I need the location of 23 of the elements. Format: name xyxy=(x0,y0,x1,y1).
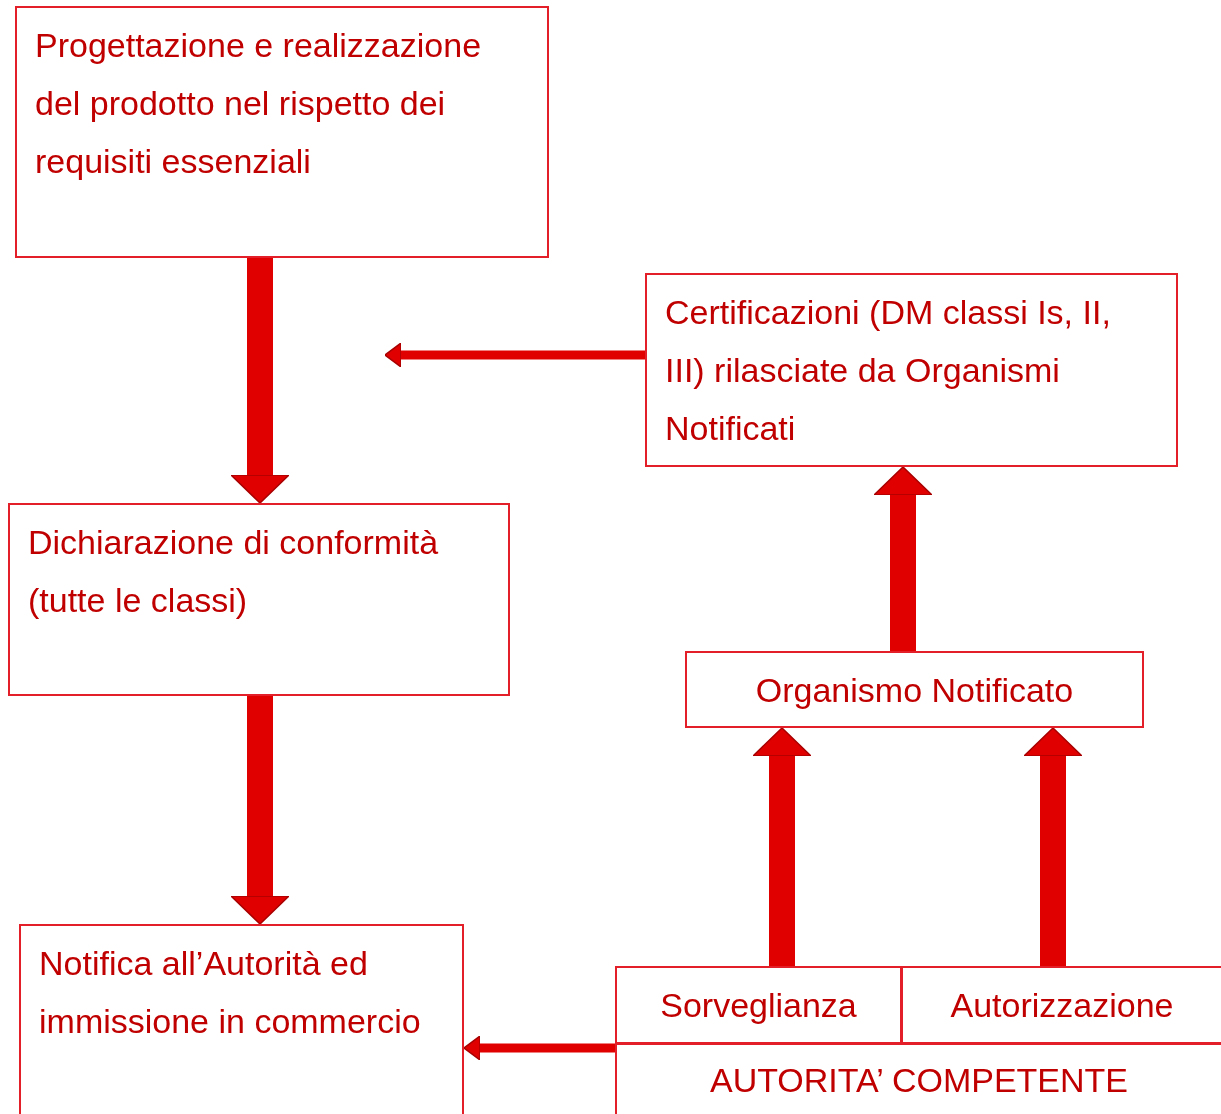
arrow xyxy=(230,258,290,504)
process-box xyxy=(615,1043,1221,1114)
box-text: Sorveglianza xyxy=(660,985,857,1026)
process-box xyxy=(8,503,510,696)
box-text: Progettazione e realizzazione del prodotto nel rispetto dei requisiti essenziali xyxy=(35,25,483,182)
process-box xyxy=(19,924,464,1114)
process-box xyxy=(645,273,1178,467)
arrow xyxy=(873,466,933,651)
box-text: AUTORITA’ COMPETENTE xyxy=(709,1059,1129,1101)
arrow xyxy=(463,1035,615,1061)
process-box xyxy=(15,6,549,258)
box-text: Organismo Notificato xyxy=(755,669,1074,711)
process-box xyxy=(901,966,1221,1044)
arrow xyxy=(230,696,290,925)
arrow xyxy=(1023,727,1083,966)
process-box xyxy=(615,966,902,1044)
process-box xyxy=(685,651,1144,728)
box-text: Certificazioni (DM classi Is, II, III) rilasciate da Organismi Notificati xyxy=(665,292,1112,449)
arrow xyxy=(384,342,645,368)
arrow xyxy=(752,727,812,966)
box-text: Dichiarazione di conformità (tutte le classi) xyxy=(28,522,440,621)
box-text: Autorizzazione xyxy=(950,985,1174,1026)
box-text: Notifica all’Autorità ed immissione in commercio xyxy=(39,943,422,1042)
